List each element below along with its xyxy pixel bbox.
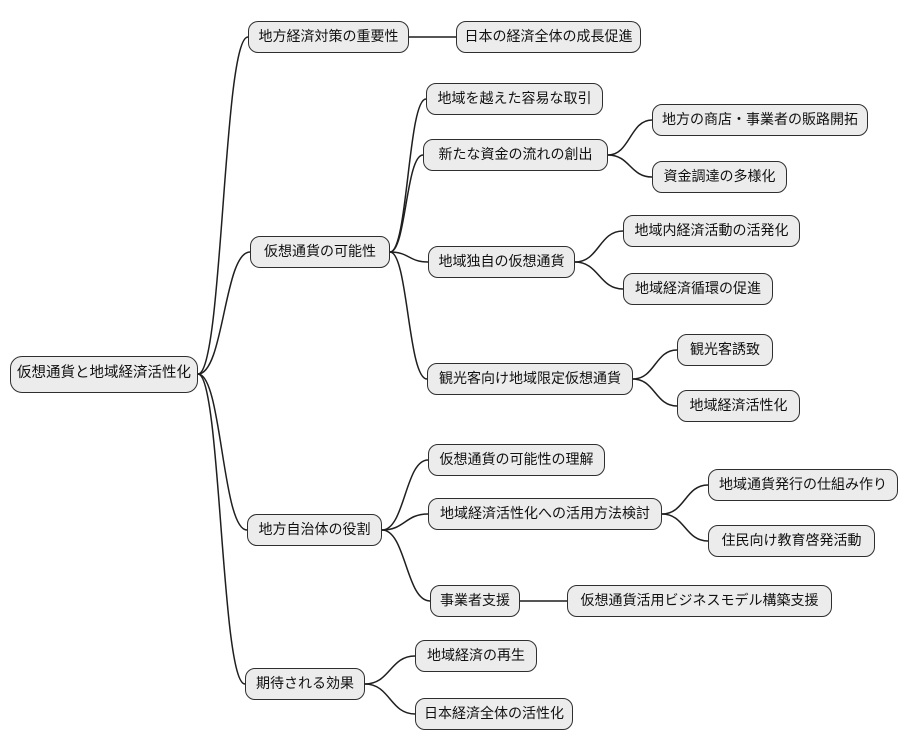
node-resident-education: 住民向け教育啓発活動: [708, 525, 875, 557]
node-local-original-currency: 地域独自の仮想通貨: [428, 246, 575, 278]
node-regional-revitalization: 地域経済活性化: [677, 390, 800, 422]
edge-root-to-vc-potential: [197, 251, 251, 375]
node-tourist-limited-currency: 観光客向け地域限定仮想通貨: [427, 363, 633, 395]
node-currency-issuance-scheme: 地域通貨発行の仕組み作り: [708, 469, 898, 501]
node-new-money-flow: 新たな資金の流れの創出: [423, 139, 608, 171]
node-business-model-support: 仮想通貨活用ビジネスモデル構築支援: [567, 585, 832, 617]
node-regional-policy-importance: 地方経済対策の重要性: [248, 21, 409, 53]
edge-gov-role-to-understanding: [381, 459, 429, 531]
node-root: 仮想通貨と地域経済活性化: [10, 356, 198, 393]
edge-potential-to-tourist-limited-currency: [389, 251, 428, 380]
edge-potential-to-new-money-flow: [389, 154, 424, 253]
edge-tourist-currency-to-attraction: [632, 349, 678, 380]
edge-money-flow-to-sales-channel: [607, 119, 653, 156]
node-sales-channel-expansion: 地方の商店・事業者の販路開拓: [652, 104, 868, 136]
node-understanding-potential: 仮想通貨の可能性の理解: [428, 444, 605, 476]
edge-study-to-issuance-scheme: [661, 484, 709, 515]
edge-root-to-expected-effects: [197, 373, 246, 685]
node-vc-potential: 仮想通貨の可能性: [250, 236, 390, 268]
node-tourist-attraction: 観光客誘致: [677, 334, 773, 366]
edge-potential-to-local-original-currency: [389, 251, 429, 263]
node-business-support: 事業者支援: [430, 585, 520, 617]
edge-potential-to-cross-region-trade: [389, 98, 427, 253]
edge-local-currency-to-intra-activity: [574, 230, 624, 263]
edge-effects-to-japan-revitalization: [364, 683, 416, 715]
edge-money-flow-to-funding-diversification: [607, 154, 653, 178]
edge-effects-to-regional-rebirth: [364, 655, 416, 685]
node-utilization-method-study: 地域経済活性化への活用方法検討: [428, 498, 662, 530]
node-economic-circulation: 地域経済循環の促進: [623, 273, 773, 305]
node-cross-region-trade: 地域を越えた容易な取引: [426, 83, 603, 115]
edge-root-to-local-gov-role: [197, 373, 248, 531]
node-regional-economy-rebirth: 地域経済の再生: [415, 640, 537, 672]
node-funding-diversification: 資金調達の多様化: [652, 161, 787, 193]
node-intra-regional-activity: 地域内経済活動の活発化: [623, 215, 800, 247]
node-japan-growth-promotion: 日本の経済全体の成長促進: [456, 21, 641, 53]
edge-gov-role-to-utilization-study: [381, 513, 429, 531]
edge-study-to-resident-education: [661, 513, 709, 542]
node-local-gov-role: 地方自治体の役割: [247, 514, 382, 546]
edge-local-currency-to-circulation: [574, 261, 624, 290]
edge-gov-role-to-business-support: [381, 529, 431, 602]
edge-root-to-regional-policy-importance: [197, 36, 249, 375]
node-expected-effects: 期待される効果: [245, 668, 365, 700]
node-japan-economy-revitalization: 日本経済全体の活性化: [415, 698, 573, 730]
edge-tourist-currency-to-revitalization: [632, 378, 678, 407]
